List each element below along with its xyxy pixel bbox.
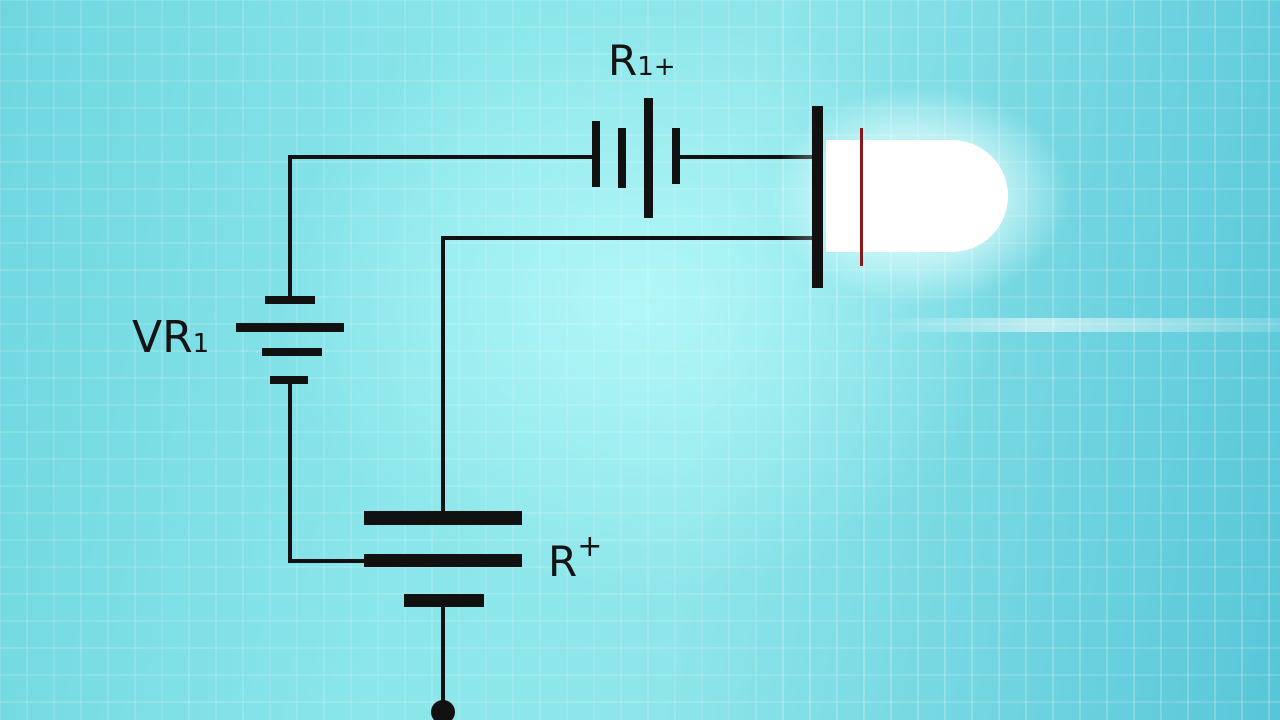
wire-top-left: [288, 155, 598, 302]
wire-left-lower: [288, 380, 368, 563]
led-bulb-icon: [826, 140, 1008, 252]
label-vr1: VR1: [132, 316, 209, 360]
led-mark: [860, 128, 863, 266]
wire-middle: [441, 236, 818, 517]
label-rplus: R+: [548, 532, 602, 583]
terminal-dot-icon: [431, 700, 455, 720]
label-rplus-main: R: [548, 537, 578, 586]
label-r1plus-main: R: [608, 36, 638, 85]
label-vr1-main: VR: [132, 312, 193, 363]
label-r1plus: R1+: [608, 40, 676, 82]
led-lead-plate: [812, 106, 823, 288]
battery-symbol-r1plus: [592, 98, 680, 218]
battery-symbol-rplus: [364, 511, 522, 607]
battery-symbol-vr1: [236, 296, 344, 384]
label-r1plus-sub: 1+: [637, 52, 676, 82]
light-streak: [880, 318, 1280, 332]
label-vr1-sub: 1: [192, 329, 210, 359]
label-rplus-sup: +: [577, 529, 603, 564]
